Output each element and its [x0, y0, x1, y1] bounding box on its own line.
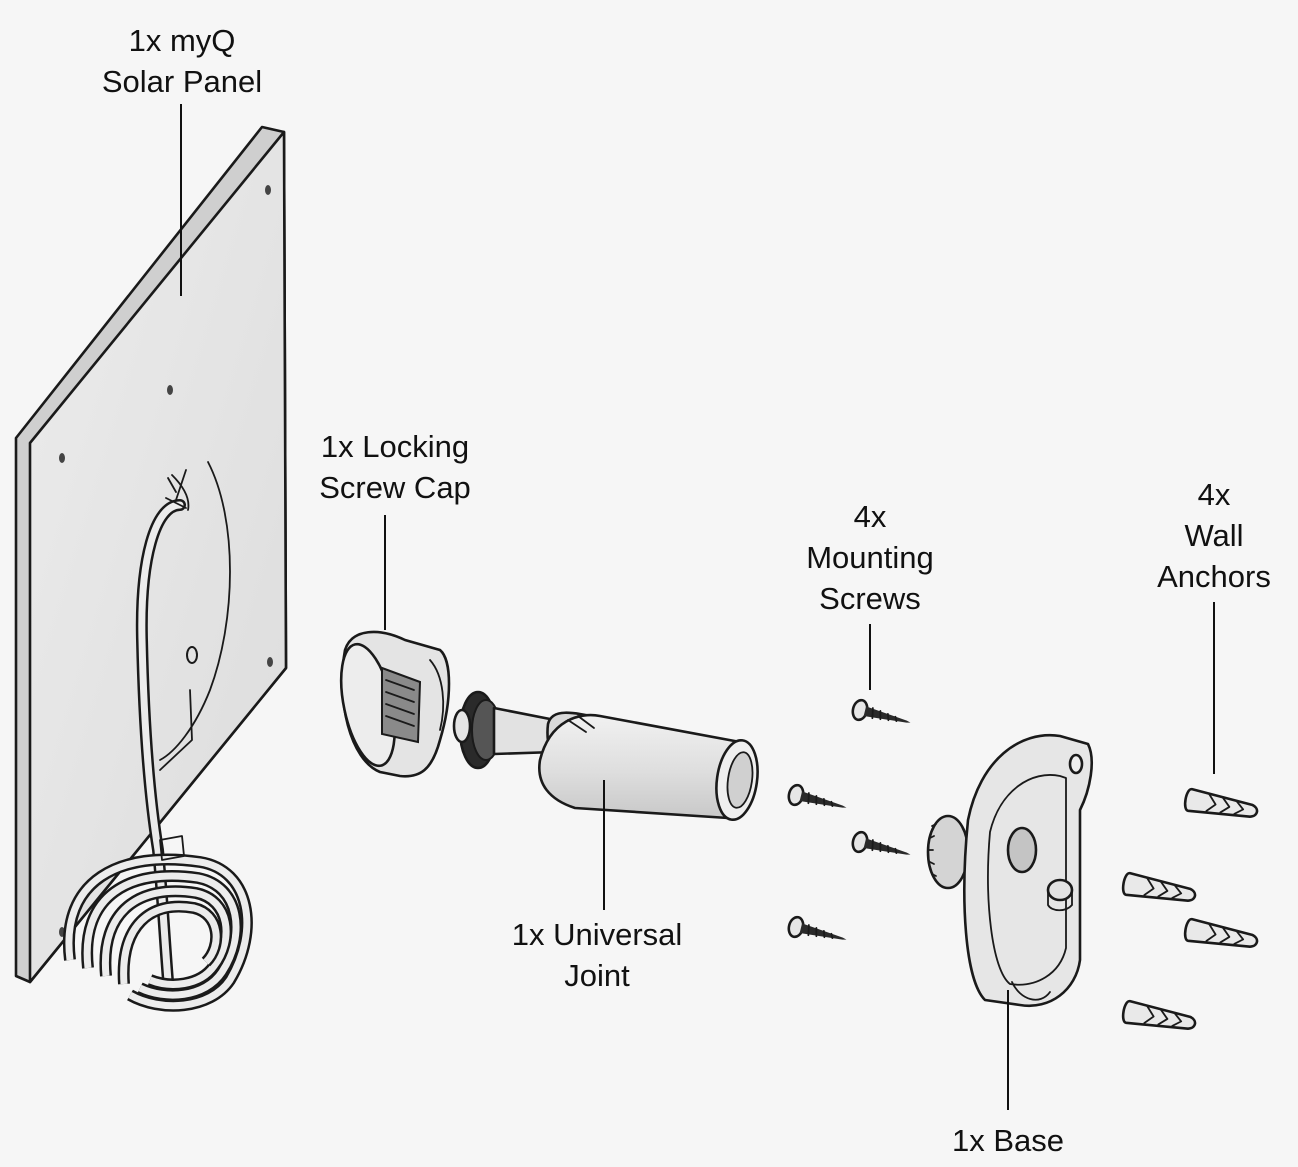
label-line: Solar Panel — [101, 64, 263, 99]
panel-hole — [265, 185, 271, 195]
wall-anchors — [1121, 787, 1259, 1030]
label-line: Mounting — [806, 540, 934, 575]
label-line: 1x myQ — [128, 23, 236, 58]
label-universal-joint: 1x Universal Joint — [487, 914, 707, 996]
panel-hole — [186, 646, 198, 664]
label-locking-screw-cap: 1x Locking Screw Cap — [295, 426, 495, 508]
locking-screw-cap — [339, 630, 451, 778]
label-line: Screws — [819, 581, 921, 616]
wall-anchor — [1121, 999, 1197, 1030]
mounting-screw — [851, 830, 911, 855]
label-line: Screw Cap — [319, 470, 471, 505]
wall-anchor — [1121, 871, 1197, 902]
solar-panel — [14, 125, 288, 1012]
label-line: 1x Base — [951, 1123, 1064, 1158]
mounting-screw — [787, 783, 847, 808]
label-line: Joint — [564, 958, 630, 993]
mounting-screws — [787, 698, 911, 940]
panel-hole — [59, 453, 65, 463]
wall-anchor — [1183, 787, 1259, 818]
label-line: Wall — [1184, 518, 1244, 553]
label-wall-anchors: 4x Wall Anchors — [1114, 474, 1298, 597]
wall-anchor — [1183, 917, 1259, 948]
label-mounting-screws: 4x Mounting Screws — [770, 496, 970, 619]
panel-hole — [267, 657, 273, 667]
universal-joint — [452, 690, 759, 822]
label-line: 1x Universal — [511, 917, 683, 952]
panel-hole — [167, 385, 173, 395]
coiled-cable — [62, 835, 253, 1012]
label-line: Anchors — [1157, 559, 1271, 594]
label-line: 4x — [1197, 477, 1231, 512]
mounting-screw — [851, 698, 911, 723]
label-line: 4x — [853, 499, 887, 534]
leader-lines — [180, 104, 1215, 1110]
label-line: 1x Locking — [320, 429, 470, 464]
label-base: 1x Base — [908, 1120, 1108, 1161]
mounting-screw — [787, 915, 847, 940]
label-solar-panel: 1x myQ Solar Panel — [82, 20, 282, 102]
base — [926, 733, 1094, 1008]
